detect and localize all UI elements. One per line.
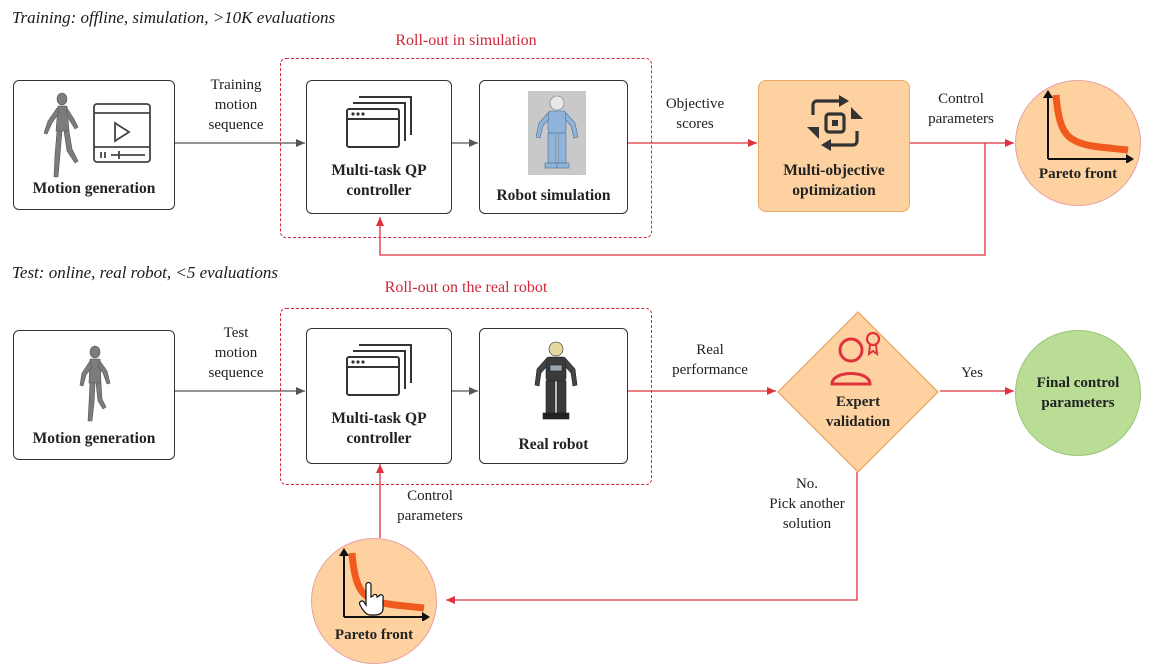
- motion-generation-label: Motion generation: [32, 180, 156, 197]
- final-control-parameters-node: Final control parameters: [1015, 330, 1141, 456]
- rollout-simulation-title: Roll-out in simulation: [395, 32, 537, 49]
- pick-another-label: No. Pick another solution: [769, 476, 845, 532]
- expert-validation-label: Expert validation: [825, 394, 891, 430]
- pareto-front-label-test: Pareto front: [334, 627, 414, 643]
- control-parameters-label-test: Control parameters: [397, 488, 463, 524]
- rollout-real-robot-frame: [280, 308, 652, 485]
- test-input-label: Test motion sequence: [208, 325, 264, 381]
- objective-scores-label: Objective scores: [665, 96, 725, 132]
- qp-controller-box-training: Multi-task QP controller: [306, 80, 452, 214]
- test-section-title: Test: online, real robot, <5 evaluations: [12, 263, 278, 282]
- yes-label: Yes: [961, 365, 983, 381]
- motion-generation-box-test: Motion generation: [13, 330, 175, 460]
- rollout-real-robot-title: Roll-out on the real robot: [384, 279, 548, 296]
- window-stack-icon: [346, 96, 412, 148]
- final-control-parameters-label: Final control parameters: [1036, 375, 1120, 411]
- arrow-pick-another: [446, 472, 858, 604]
- control-parameters-label-training: Control parameters: [928, 91, 994, 127]
- window-stack-icon: [346, 344, 412, 396]
- video-player-icon: [93, 103, 151, 163]
- optimization-cycle-icon: [807, 95, 863, 151]
- arrow-feedback-loop: [376, 143, 986, 256]
- real-performance-label: Real performance: [672, 342, 748, 378]
- real-robot-icon: [534, 341, 578, 420]
- pareto-front-training: Pareto front: [1015, 80, 1141, 206]
- robot-simulation-box: Robot simulation: [479, 80, 628, 214]
- multi-objective-optimization-label: Multi-objective optimization: [783, 162, 885, 199]
- rollout-simulation-frame: [280, 58, 652, 238]
- multi-objective-optimization-box: Multi-objective optimization: [758, 80, 910, 212]
- motion-generation-box: Motion generation: [13, 80, 175, 210]
- training-input-label: Training motion sequence: [208, 77, 264, 133]
- humanoid-figure-icon: [79, 345, 111, 422]
- pareto-curve-icon: [1043, 90, 1134, 163]
- pareto-curve-icon: [339, 548, 430, 621]
- robot-sim-icon: [528, 91, 586, 175]
- pareto-front-label-training: Pareto front: [1038, 166, 1118, 182]
- pareto-front-test: Pareto front: [311, 538, 437, 664]
- motion-generation-label-test: Motion generation: [32, 430, 156, 447]
- real-robot-label: Real robot: [518, 436, 589, 453]
- qp-controller-label-test: Multi-task QP controller: [331, 410, 427, 447]
- expert-validation-diamond: [777, 311, 939, 473]
- qp-controller-box-test: Multi-task QP controller: [306, 328, 452, 464]
- expert-badge-icon: [830, 331, 881, 386]
- qp-controller-label-training: Multi-task QP controller: [331, 162, 427, 199]
- training-section-title: Training: offline, simulation, >10K eval…: [12, 8, 336, 27]
- humanoid-figure-icon: [43, 92, 79, 178]
- robot-simulation-label: Robot simulation: [496, 187, 611, 204]
- hand-pointer-icon: [358, 581, 384, 616]
- real-robot-box: Real robot: [479, 328, 628, 464]
